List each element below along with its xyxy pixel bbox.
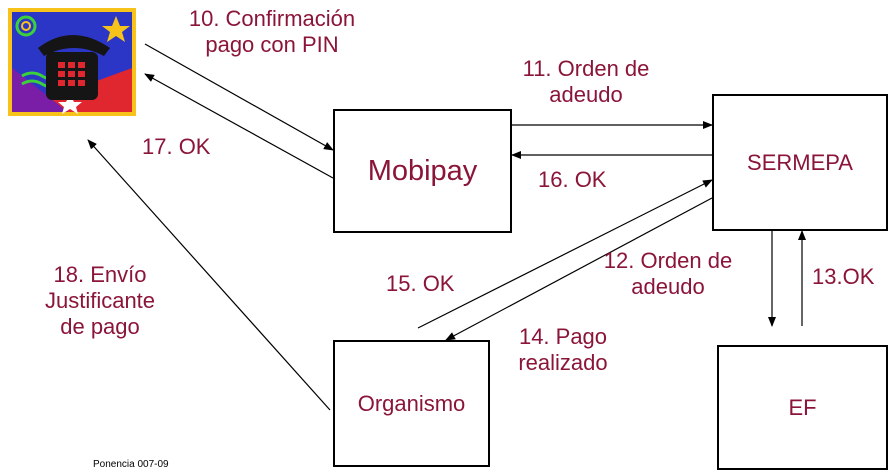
step-18-label: 18. Envío Justificante de pago (44, 262, 156, 339)
arrow-14-sermepa-to-organismo (445, 197, 713, 341)
telephone-icon (8, 8, 136, 116)
arrow-17-mobipay-to-phone (144, 73, 334, 179)
step-13-label: 13.OK (812, 264, 875, 289)
step-17-label: 17. OK (142, 134, 211, 159)
arrow-10-phone-to-mobipay (144, 43, 334, 151)
ef-label: EF (788, 394, 817, 420)
arrow-18-organismo-to-phone (87, 139, 331, 411)
step-15-label: 15. OK (386, 271, 455, 296)
step-10-label: 10. Confirmación pago con PIN (188, 6, 356, 57)
sermepa-box: SERMEPA (712, 94, 888, 231)
step-11-label: 11. Orden de adeudo (522, 56, 650, 107)
step-16-label: 16. OK (538, 167, 607, 192)
step-14-label: 14. Pago realizado (518, 324, 608, 375)
step-12-label: 12. Orden de adeudo (603, 248, 733, 299)
footer-text: Ponencia 007-09 (93, 459, 169, 470)
mobipay-label: Mobipay (367, 154, 478, 187)
organismo-box: Organismo (333, 340, 490, 467)
arrow-15-organismo-to-sermepa (417, 179, 713, 329)
mobipay-box: Mobipay (333, 109, 512, 233)
sermepa-label: SERMEPA (747, 149, 853, 175)
organismo-label: Organismo (357, 390, 466, 416)
ef-box: EF (717, 345, 888, 470)
